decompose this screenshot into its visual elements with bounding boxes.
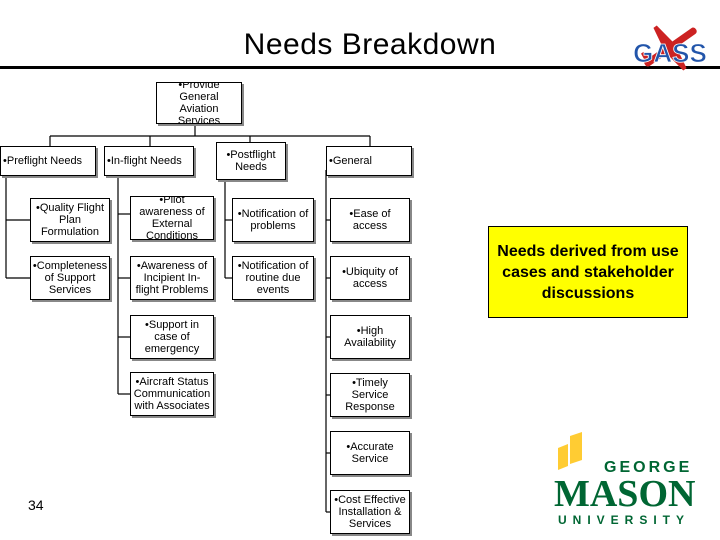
general-item-2-label: •Ubiquity of access xyxy=(342,266,398,290)
header-preflight-label: •Preflight Needs xyxy=(3,155,83,167)
airplane-wing-bottom xyxy=(666,46,687,71)
note-callout: Needs derived from use cases and stakeho… xyxy=(488,226,688,318)
general-item-4-label: •Timely Service Response xyxy=(345,377,395,413)
airplane-wing-top xyxy=(653,25,674,50)
postflight-item-2: •Notification of routine due events xyxy=(232,256,314,300)
general-item-3: •High Availability xyxy=(330,315,410,359)
header-inflight-label: •In-flight Needs xyxy=(107,155,182,167)
general-item-5: •Accurate Service xyxy=(330,431,410,475)
root-node: •Provide General Aviation Services xyxy=(156,82,242,124)
inflight-item-3: •Support in case of emergency xyxy=(130,315,214,359)
general-item-2: •Ubiquity of access xyxy=(330,256,410,300)
general-item-1: •Ease of access xyxy=(330,198,410,242)
general-item-3-label: •High Availability xyxy=(344,325,396,349)
inflight-item-2: •Awareness of Incipient In-flight Proble… xyxy=(130,256,214,300)
preflight-item-2-label: •Completeness of Support Services xyxy=(32,260,108,296)
postflight-item-1-label: •Notification of problems xyxy=(237,208,309,232)
inflight-item-3-label: •Support in case of emergency xyxy=(144,319,200,355)
header-general-label: •General xyxy=(329,155,372,167)
gmu-gold-flame-left xyxy=(570,432,582,464)
root-node-label: •Provide General Aviation Services xyxy=(177,82,221,124)
header-preflight: •Preflight Needs xyxy=(0,146,96,176)
header-general: •General xyxy=(326,146,412,176)
note-callout-text: Needs derived from use cases and stakeho… xyxy=(497,242,679,302)
inflight-item-4-label: •Aircraft Status Communication with Asso… xyxy=(133,376,211,412)
inflight-item-4: •Aircraft Status Communication with Asso… xyxy=(130,372,214,416)
gmu-logo-george: GEORGE xyxy=(604,459,692,476)
gmu-gold-flame-right xyxy=(558,444,568,470)
gmu-logo: GEORGE MASON UNIVERSITY xyxy=(554,432,695,527)
general-item-5-label: •Accurate Service xyxy=(346,441,394,465)
inflight-item-2-label: •Awareness of Incipient In-flight Proble… xyxy=(135,260,209,296)
general-item-4: •Timely Service Response xyxy=(330,373,410,417)
gmu-logo-university: UNIVERSITY xyxy=(558,513,690,527)
airplane-fuselage xyxy=(644,27,697,67)
preflight-item-2: •Completeness of Support Services xyxy=(30,256,110,300)
general-item-6: •Cost Effective Installation & Services xyxy=(330,490,410,534)
page-title: Needs Breakdown xyxy=(243,28,497,61)
page-number: 34 xyxy=(28,497,44,513)
inflight-item-1: •Pilot awareness of External Conditions xyxy=(130,196,214,240)
title-divider xyxy=(0,66,720,69)
header-postflight-label: •Postflight Needs xyxy=(226,149,276,173)
airplane-tail xyxy=(640,51,651,63)
preflight-item-1-label: •Quality Flight Plan Formulation xyxy=(35,202,105,238)
header-inflight: •In-flight Needs xyxy=(104,146,194,176)
gmu-logo-mason: MASON xyxy=(554,473,695,515)
preflight-item-1: •Quality Flight Plan Formulation xyxy=(30,198,110,242)
postflight-item-2-label: •Notification of routine due events xyxy=(237,260,309,296)
postflight-item-1: •Notification of problems xyxy=(232,198,314,242)
header-postflight: •Postflight Needs xyxy=(216,142,286,180)
gass-logo-text: GASS xyxy=(633,38,707,68)
gass-logo: GASS xyxy=(633,25,707,71)
general-item-6-label: •Cost Effective Installation & Services xyxy=(334,494,406,530)
general-item-1-label: •Ease of access xyxy=(349,208,391,232)
inflight-item-1-label: •Pilot awareness of External Conditions xyxy=(139,196,205,240)
